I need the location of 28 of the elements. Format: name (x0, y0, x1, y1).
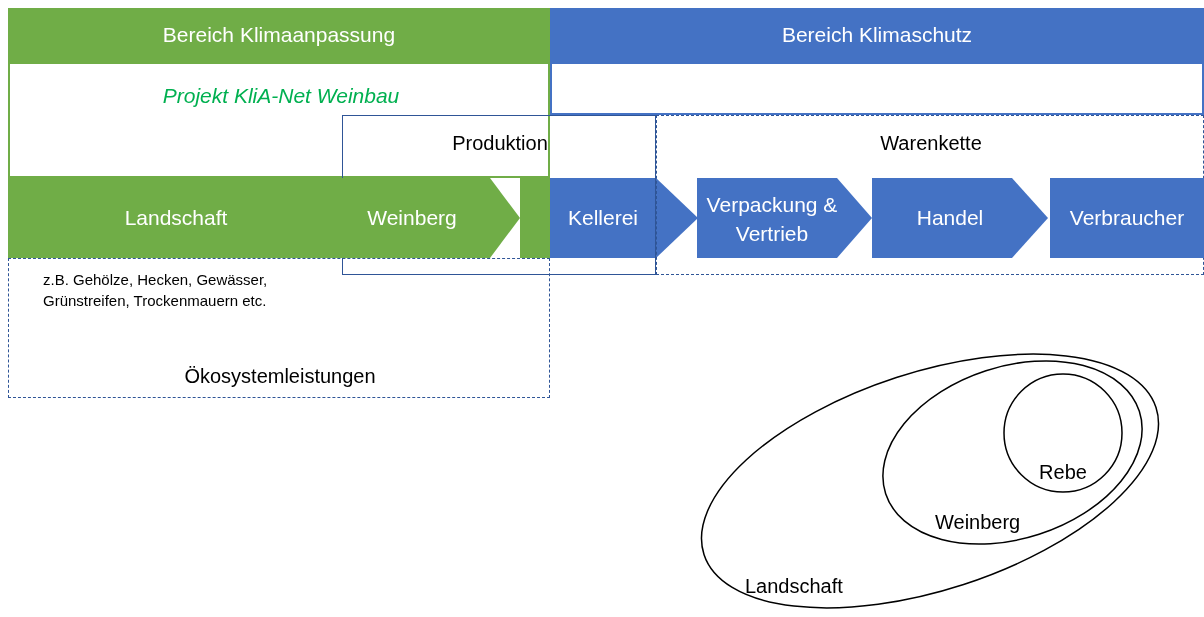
ellipse-label: Weinberg (935, 511, 1021, 534)
region-box (550, 8, 1204, 115)
region-box (8, 8, 550, 178)
process-step-shape (8, 178, 344, 258)
dashed-group-box (656, 115, 1204, 275)
process-step-shape (1050, 178, 1204, 258)
step-label: Weinberg (366, 206, 458, 230)
process-step-shape (550, 178, 698, 258)
group-title: Warenkette (879, 132, 983, 155)
step-label: Landschaft (123, 206, 229, 230)
bar-segment (520, 178, 550, 258)
project-title: Projekt KliA-Net Weinbau (161, 84, 401, 108)
step-label: Kellerei (566, 206, 639, 230)
ellipse-label: Rebe (1038, 461, 1088, 484)
header-band: Bereich Klimaschutz (550, 8, 1204, 64)
group-title: Produktion (451, 132, 549, 155)
step-label: Handel (915, 206, 985, 230)
process-step-shape (872, 178, 1048, 258)
group-title: Ökosystemleistungen (183, 365, 377, 388)
example-note: z.B. Gehölze, Hecken, Gewässer, Grünstreifen, Trockenmauern etc. (43, 270, 269, 311)
step-label: Verpackung & Vertrieb (705, 192, 839, 248)
process-step-shape (342, 178, 520, 258)
ellipse-label: Landschaft (745, 575, 843, 598)
group-box (342, 115, 656, 275)
step-label: Verbraucher (1068, 206, 1186, 230)
header-band: Bereich Klimaanpassung (8, 8, 550, 64)
circle (1003, 373, 1123, 493)
process-step-shape (697, 178, 872, 258)
